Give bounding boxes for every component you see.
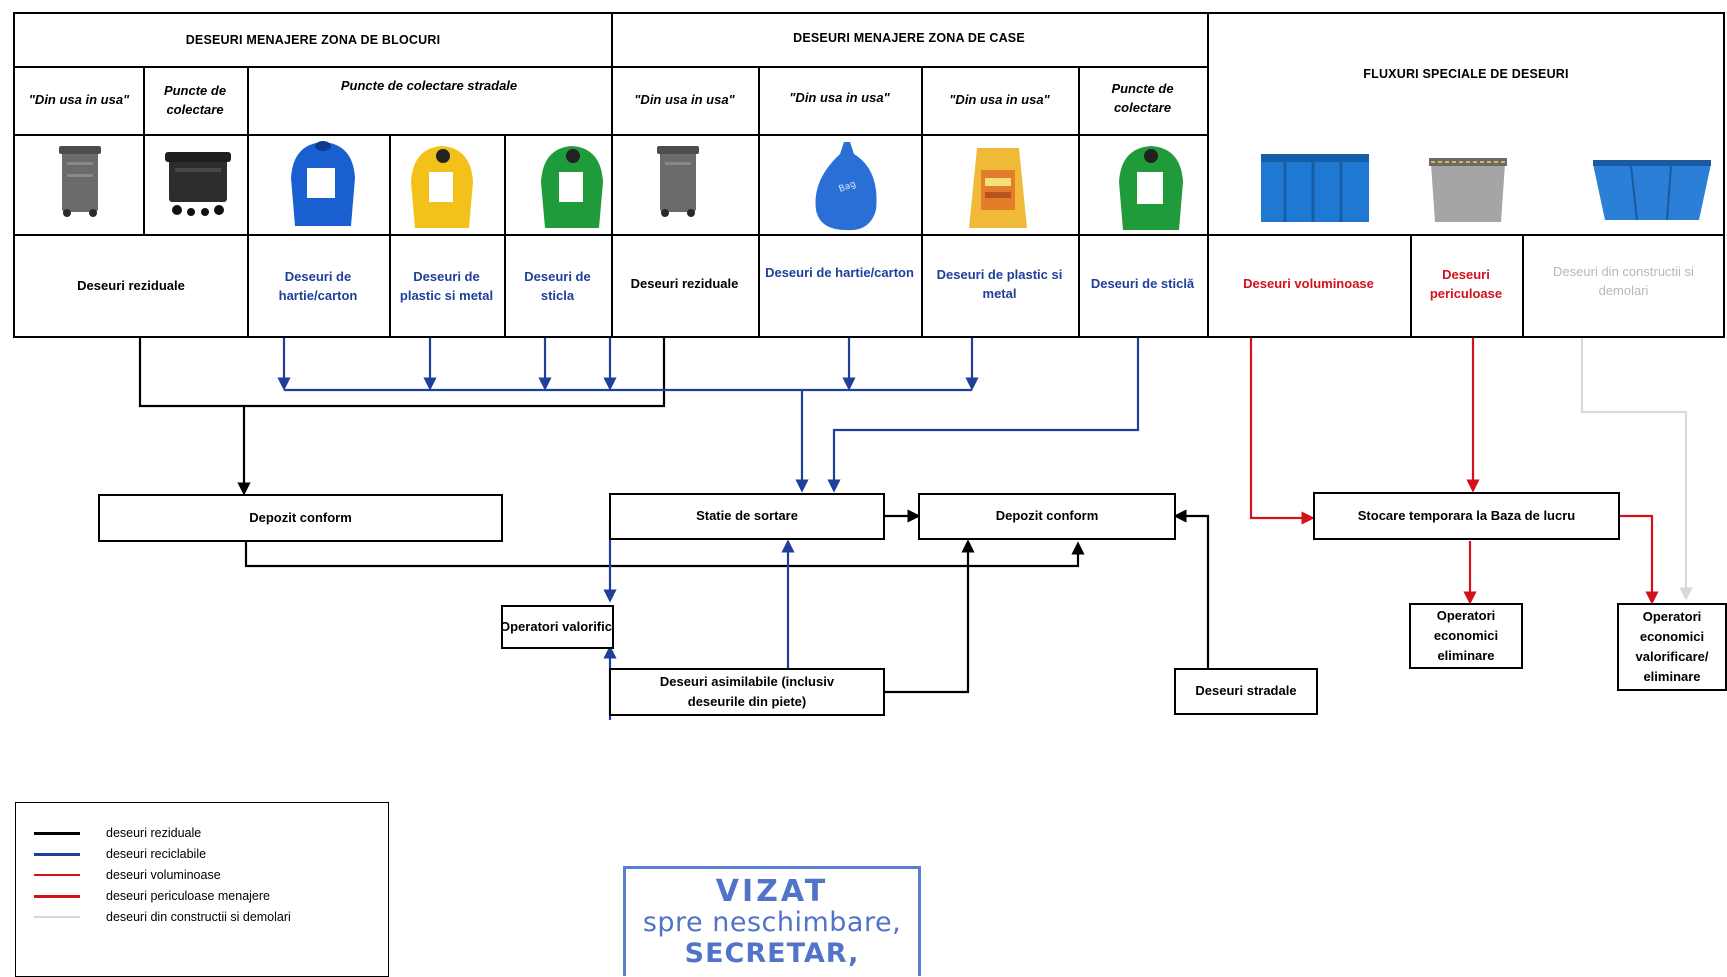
street-waste-box: Deseuri stradale xyxy=(1174,668,1318,715)
landfill-box: Depozit conform xyxy=(98,494,503,542)
subheader-collection-points: Puncte de colectare xyxy=(163,82,227,118)
similar-waste-box: Deseuri asimilabile (inclusiv deseurile … xyxy=(609,668,885,716)
grey-wheelie-bin-icon xyxy=(59,146,101,217)
legend-label: deseuri reziduale xyxy=(106,826,202,840)
legend-label: deseuri periculoase menajere xyxy=(106,889,270,903)
legend-item-construction: deseuri din constructii si demolari xyxy=(34,907,291,927)
large-container-icon xyxy=(165,152,231,216)
legend-item-hazardous: deseuri periculoase menajere xyxy=(34,886,270,906)
table-rule xyxy=(1078,66,1080,338)
legend-item-residual: deseuri reziduale xyxy=(34,823,201,843)
table-rule xyxy=(143,66,145,234)
waste-type-bulky: Deseuri voluminoase xyxy=(1243,276,1374,292)
waste-type-construction: Deseuri din constructii si demolari xyxy=(1553,263,1694,299)
legend-swatch xyxy=(34,831,80,835)
legend-item-recyclable: deseuri reciclabile xyxy=(34,844,206,864)
group-header-special: FLUXURI SPECIALE DE DESEURI xyxy=(1363,66,1569,81)
waste-type-plastic-metal: Deseuri de plastic si metal xyxy=(399,268,494,304)
green-igloo-bin-icon xyxy=(1119,146,1183,230)
waste-type-paper: Deseuri de hartie/carton xyxy=(765,265,914,281)
temporary-storage-box: Stocare temporara la Baza de lucru xyxy=(1313,492,1620,540)
legend-swatch xyxy=(34,852,80,856)
waste-type-residual: Deseuri reziduale xyxy=(77,278,185,294)
subheader-door-to-door: "Din usa in usa" xyxy=(28,92,130,108)
stamp-line: SECRETAR, xyxy=(684,938,860,969)
table-rule xyxy=(1410,234,1412,338)
waste-type-hazardous: Deseuri periculoase xyxy=(1429,266,1503,302)
blue-igloo-bin-icon xyxy=(291,141,355,226)
waste-type-glass: Deseuri de sticla xyxy=(524,268,591,304)
recovery-elimination-operators-box: Operatori economici valorificare/ elimin… xyxy=(1617,603,1727,691)
table-rule xyxy=(247,66,249,338)
blue-roll-off-container-icon xyxy=(1261,154,1369,222)
subheader-door-to-door: "Din usa in usa" xyxy=(789,90,890,106)
yellow-plastic-bag-icon xyxy=(969,148,1027,228)
sorting-station-box: Statie de sortare xyxy=(609,493,885,540)
legend-label: deseuri voluminoase xyxy=(106,868,221,882)
grey-metal-container-icon xyxy=(1429,158,1507,222)
legend: deseuri reziduale deseuri reciclabile de… xyxy=(15,802,389,977)
blue-recycling-bag-icon: Bag xyxy=(815,142,877,231)
subheader-street-points: Puncte de colectare stradale xyxy=(340,78,518,94)
yellow-igloo-bin-icon xyxy=(411,146,473,228)
blue-skip-container-icon xyxy=(1593,160,1711,221)
grey-wheelie-bin-icon xyxy=(657,146,699,217)
elimination-operators-box: Operatori economici eliminare xyxy=(1409,603,1523,669)
legend-label: deseuri reciclabile xyxy=(106,847,207,861)
legend-swatch xyxy=(34,894,80,898)
approval-stamp: VIZAT spre neschimbare, SECRETAR, xyxy=(623,866,921,976)
table-rule xyxy=(504,134,506,338)
legend-item-bulky: deseuri voluminoase xyxy=(34,865,221,885)
waste-type-residual: Deseuri reziduale xyxy=(630,276,739,292)
waste-type-glass: Deseuri de sticlă xyxy=(1090,276,1195,292)
recovery-operators-label: Operatori valorificare xyxy=(501,618,612,634)
green-igloo-bin-icon xyxy=(541,146,603,228)
recovery-operators-box: Operatori valorificare xyxy=(501,605,614,649)
waste-type-plastic-metal: Deseuri de plastic si metal xyxy=(936,266,1063,302)
table-rule xyxy=(758,66,760,338)
legend-swatch xyxy=(34,916,80,918)
stamp-line: spre neschimbare, xyxy=(642,907,902,938)
legend-swatch xyxy=(34,874,80,876)
waste-table: DESEURI MENAJERE ZONA DE BLOCURI DESEURI… xyxy=(13,12,1725,338)
stamp-line: VIZAT xyxy=(715,874,829,909)
subheader-door-to-door: "Din usa in usa" xyxy=(949,92,1050,108)
subheader-collection-points: Puncte de colectare xyxy=(1111,80,1174,116)
landfill-box: Depozit conform xyxy=(918,493,1176,540)
legend-label: deseuri din constructii si demolari xyxy=(106,910,291,924)
table-rule xyxy=(1522,234,1524,338)
waste-type-paper: Deseuri de hartie/carton xyxy=(278,268,358,304)
table-rule xyxy=(389,134,391,338)
table-rule xyxy=(611,14,613,338)
table-rule xyxy=(921,66,923,338)
group-header-blocks: DESEURI MENAJERE ZONA DE BLOCURI xyxy=(185,32,441,47)
table-rule xyxy=(1207,14,1209,338)
table-rule xyxy=(15,234,1725,236)
subheader-door-to-door: "Din usa in usa" xyxy=(634,92,735,108)
group-header-houses: DESEURI MENAJERE ZONA DE CASE xyxy=(793,30,1025,45)
